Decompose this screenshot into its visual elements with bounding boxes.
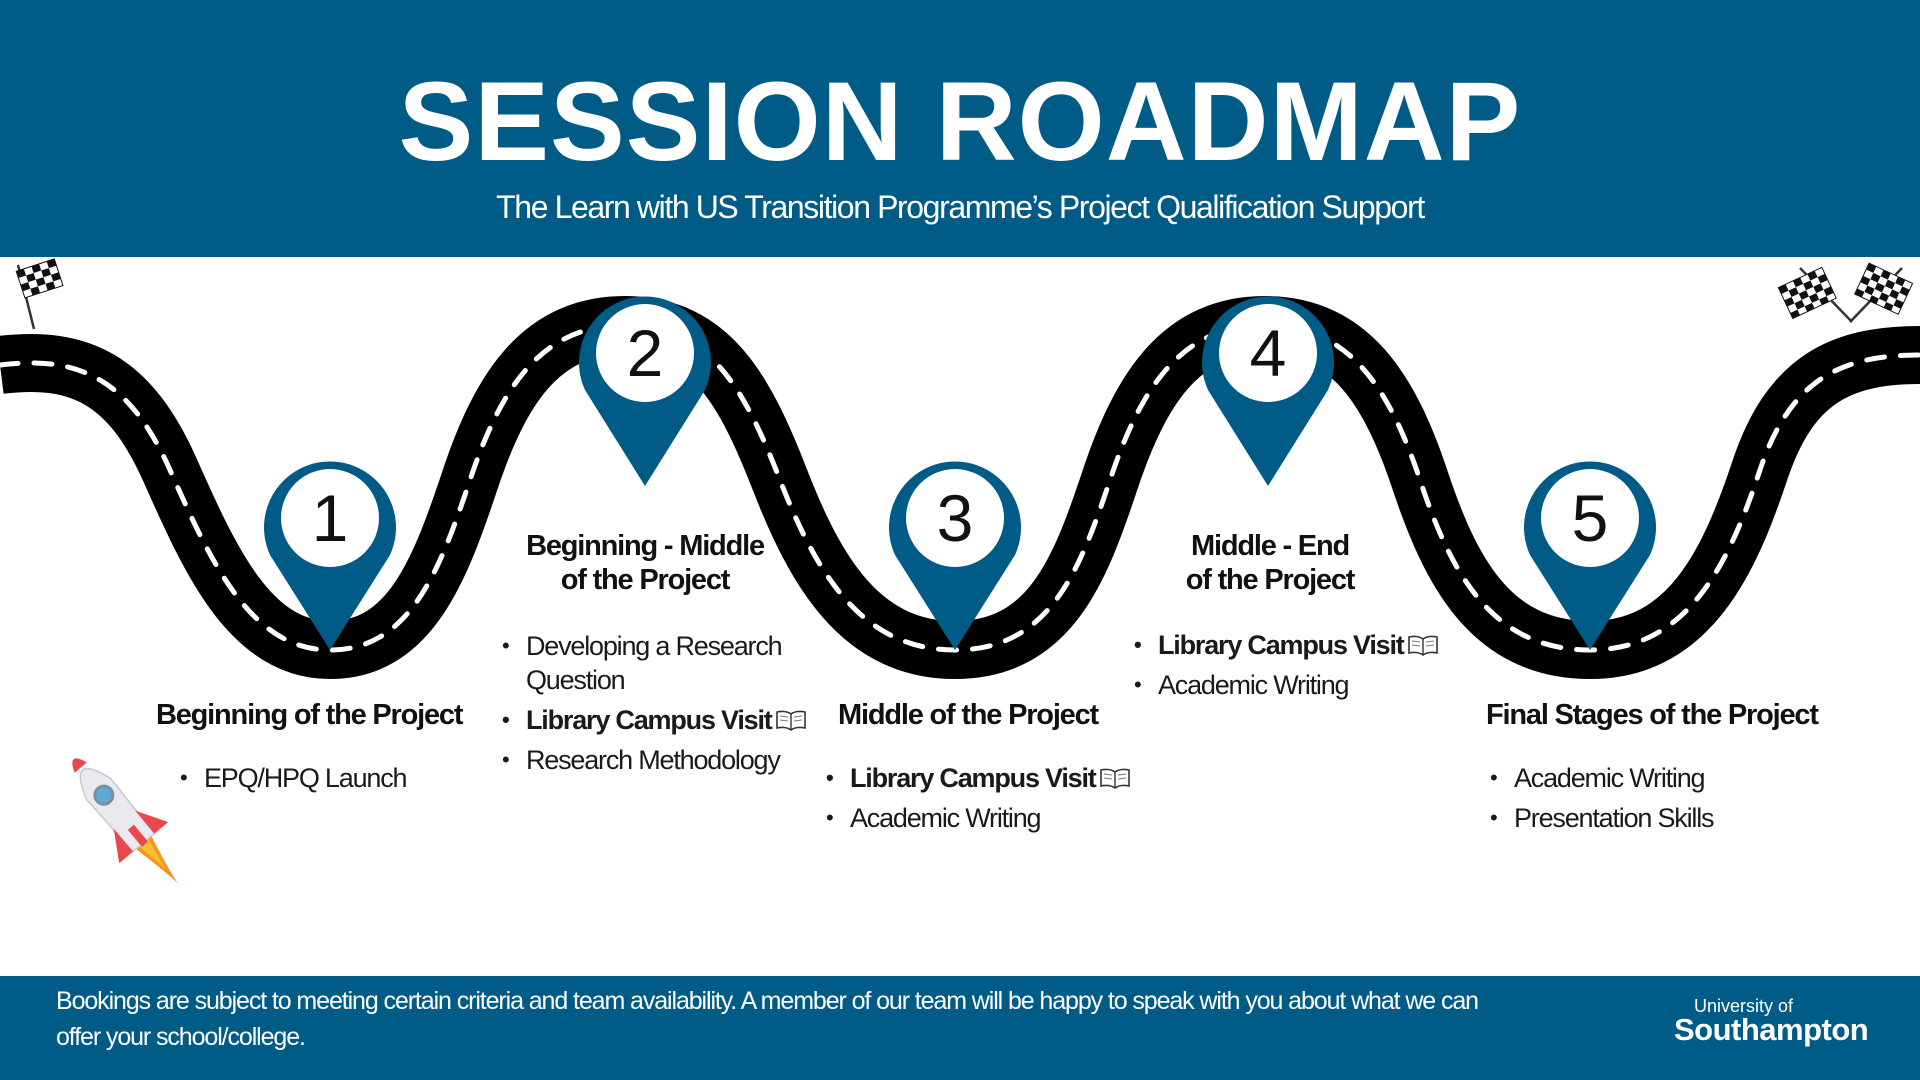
book-icon — [776, 709, 806, 731]
list-item: Library Campus Visit — [826, 761, 1130, 795]
list-item: Academic Writing — [1134, 668, 1438, 702]
stage-2-list: Developing a Research Question Library C… — [502, 629, 822, 783]
stage-2-title-line-2: of the Project — [560, 564, 731, 596]
list-item: EPQ/HPQ Launch — [180, 761, 408, 795]
list-item: Presentation Skills — [1490, 801, 1715, 835]
map-pin-icon-2 — [579, 296, 711, 486]
list-item-line-1: Developing a Research — [526, 631, 783, 661]
stage-4-title-line-1: Middle - End — [1191, 530, 1350, 562]
list-item-line-2: Question — [526, 665, 626, 695]
list-item: Academic Writing — [1490, 761, 1713, 795]
book-icon — [1100, 767, 1130, 789]
stage-1-title: Beginning of the Project — [156, 699, 464, 731]
stage-number-5: 5 — [1571, 481, 1609, 555]
stage-number-3: 3 — [936, 481, 974, 555]
stage-1-list: EPQ/HPQ Launch — [180, 761, 408, 801]
page-title: SESSION ROADMAP — [398, 59, 1522, 184]
stage-2-title-line-1: Beginning - Middle — [526, 530, 765, 562]
finish-flags-icon — [1777, 262, 1914, 323]
list-item: Academic Writing — [826, 801, 1130, 835]
list-item: Developing a Research Question — [502, 629, 822, 697]
list-item: Library Campus Visit — [1134, 628, 1438, 662]
stage-number-1: 1 — [311, 481, 349, 555]
list-item-label: Library Campus Visit — [1158, 630, 1405, 660]
stage-4-title-line-2: of the Project — [1185, 564, 1356, 596]
footer-banner — [0, 976, 1920, 1080]
logo-text-small: University of — [1694, 996, 1794, 1016]
stage-3-list: Library Campus Visit Academic Writing — [826, 761, 1130, 841]
footer-disclaimer: Bookings are subject to meeting certain … — [56, 987, 1479, 1051]
list-item-label: Library Campus Visit — [526, 705, 773, 735]
rocket-icon — [72, 758, 180, 885]
stage-5-title: Final Stages of the Project — [1486, 699, 1819, 731]
map-pin-icon-4 — [1201, 296, 1334, 486]
book-icon — [1408, 634, 1438, 656]
page-subtitle: The Learn with US Transition Programme’s… — [496, 189, 1425, 225]
list-item: Research Methodology — [502, 743, 822, 777]
stage-5-list: Academic Writing Presentation Skills — [1490, 761, 1715, 841]
stage-number-4: 4 — [1249, 316, 1287, 390]
map-pin-icon-1 — [264, 461, 396, 650]
stage-2-title: Beginning - Middle of the Project — [500, 529, 790, 597]
header-banner — [0, 0, 1920, 257]
map-pin-icon-5 — [1523, 461, 1656, 650]
start-flag-icon — [15, 258, 64, 330]
list-item: Library Campus Visit — [502, 703, 822, 737]
stage-4-title: Middle - End of the Project — [1150, 529, 1390, 597]
stage-3-title: Middle of the Project — [838, 699, 1099, 731]
winding-road — [0, 295, 1920, 680]
logo-text-big: Southampton — [1674, 1012, 1869, 1047]
stage-4-list: Library Campus Visit Academic Writing — [1134, 628, 1438, 708]
map-pin-icon-3 — [889, 461, 1021, 650]
list-item-label: Library Campus Visit — [850, 763, 1097, 793]
stage-number-2: 2 — [626, 316, 664, 390]
